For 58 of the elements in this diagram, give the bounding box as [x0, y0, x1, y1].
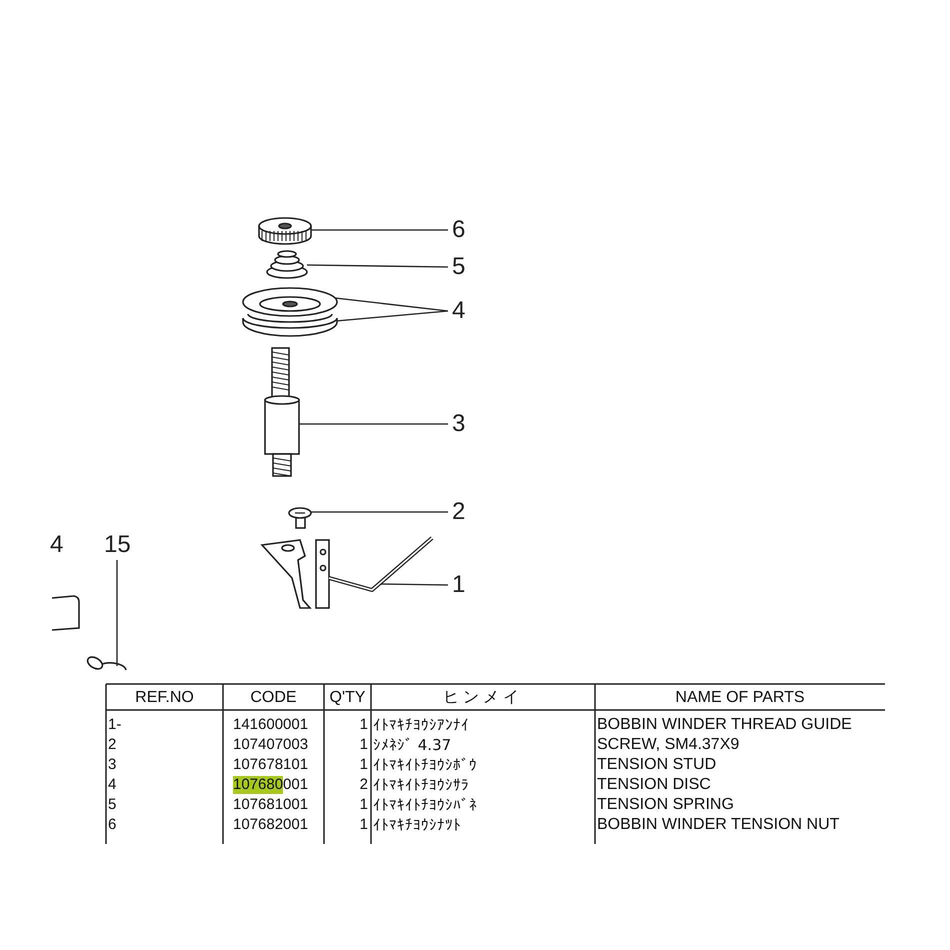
tension-disc-drawing: [242, 287, 338, 317]
leader-line: [380, 583, 448, 586]
ref-number: 2: [108, 736, 116, 754]
part-name: TENSION STUD: [597, 756, 716, 774]
tension-disc-drawing: [242, 314, 338, 337]
part-code: 141600001: [233, 716, 308, 734]
part-name-japanese: ｼﾒﾈｼﾞ 4.37: [373, 736, 452, 754]
callout-number: 5: [452, 255, 466, 279]
part-code: 107678101: [233, 756, 308, 774]
part-name-japanese: ｲﾄﾏｷｲﾄﾁﾖｳｼﾊﾞﾈ: [373, 796, 477, 814]
quantity: 1: [358, 716, 368, 734]
leader-line: [307, 264, 448, 268]
leader-line: [116, 560, 118, 666]
leader-line: [334, 297, 448, 312]
column-header: Q'TY: [328, 689, 366, 707]
part-name: TENSION SPRING: [597, 796, 734, 814]
part-name-japanese: ｲﾄﾏｷｲﾄﾁﾖｳｼﾎﾞｳ: [373, 756, 477, 774]
leader-line: [311, 229, 448, 231]
quantity: 1: [358, 796, 368, 814]
callout-number: 3: [452, 412, 466, 436]
part-name-japanese: ｲﾄﾏｷﾁﾖｳｼｱﾝﾅｲ: [373, 716, 469, 734]
leader-line: [299, 423, 448, 425]
tension-stud-drawing: [264, 347, 300, 477]
callout-number: 6: [452, 218, 466, 242]
callout-number: 4: [50, 533, 64, 557]
part-name: BOBBIN WINDER THREAD GUIDE: [597, 716, 852, 734]
thread-guide-drawing: [260, 536, 434, 609]
part-name: SCREW, SM4.37X9: [597, 736, 740, 754]
screw-drawing: [288, 507, 312, 529]
quantity: 1: [358, 816, 368, 834]
leader-line: [311, 511, 448, 513]
part-code: 107682001: [233, 816, 308, 834]
part-code: 107407003: [233, 736, 308, 754]
quantity: 1: [358, 756, 368, 774]
part-name: BOBBIN WINDER TENSION NUT: [597, 816, 840, 834]
quantity: 1: [358, 736, 368, 754]
column-header: REF.NO: [134, 689, 195, 707]
column-header: ヒンメイ: [442, 689, 524, 707]
screw-drawing: [86, 656, 127, 670]
ref-number: 3: [108, 756, 116, 774]
part-code: 107681001: [233, 796, 308, 814]
part-name-japanese: ｲﾄﾏｷﾁﾖｳｼﾅﾂﾄ: [373, 816, 461, 834]
column-header: CODE: [249, 689, 298, 707]
callout-number: 15: [104, 533, 131, 557]
callout-number: 4: [452, 299, 466, 323]
callout-number: 1: [452, 573, 466, 597]
spring-drawing: [266, 250, 308, 279]
ref-number: 4: [108, 776, 116, 794]
column-header: NAME OF PARTS: [674, 689, 806, 707]
leader-line: [336, 310, 448, 322]
ref-number: 1-: [108, 716, 122, 734]
part-name-japanese: ｲﾄﾏｷｲﾄﾁﾖｳｼｻﾗ: [373, 776, 469, 794]
part-name: TENSION DISC: [597, 776, 711, 794]
quantity: 2: [358, 776, 368, 794]
nut-drawing: [258, 217, 312, 245]
ref-number: 6: [108, 816, 116, 834]
ref-number: 5: [108, 796, 116, 814]
callout-number: 2: [452, 500, 466, 524]
